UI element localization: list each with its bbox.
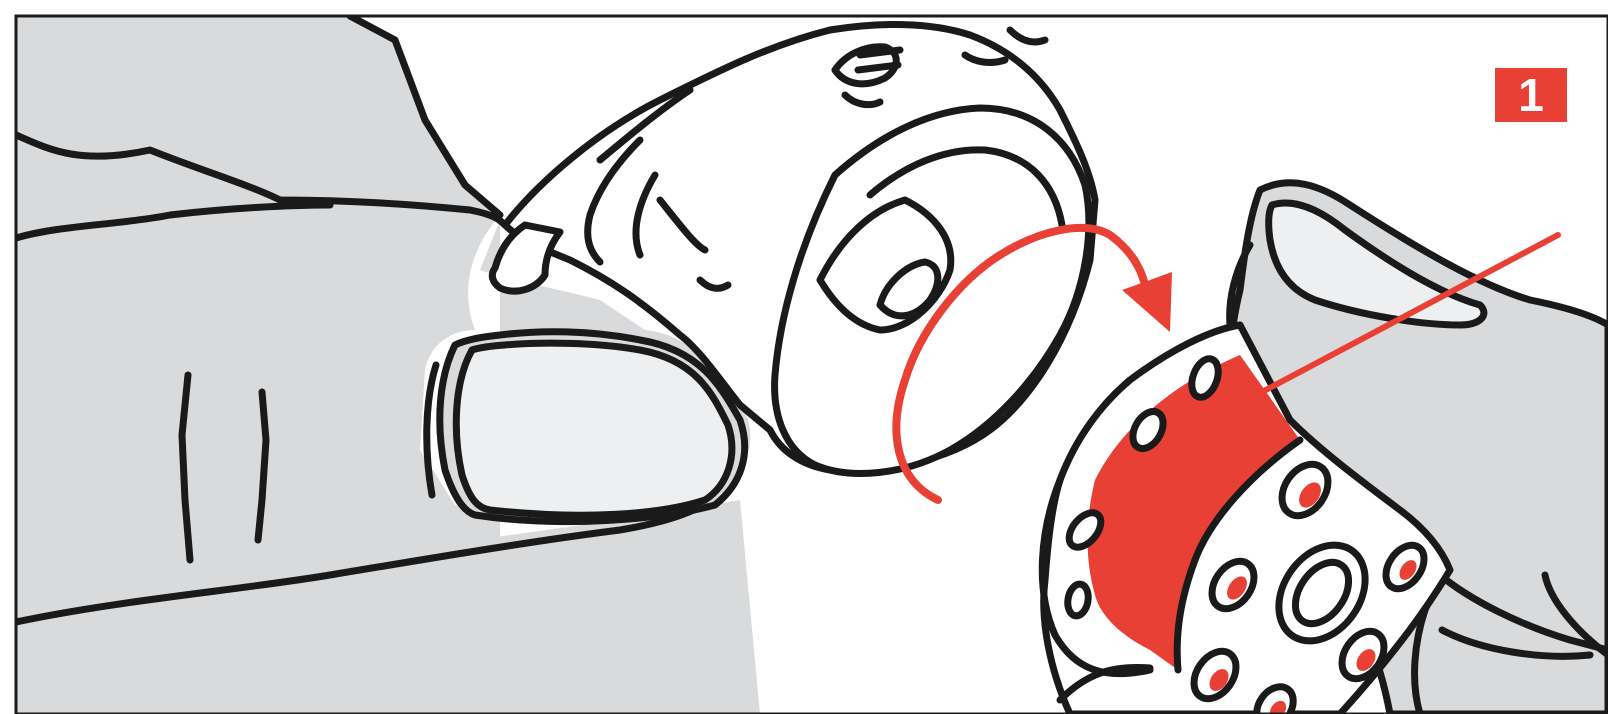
thumb-nail xyxy=(456,343,732,515)
nozzle-small-hole xyxy=(1065,583,1090,618)
step-number-badge: 1 xyxy=(1495,68,1567,122)
